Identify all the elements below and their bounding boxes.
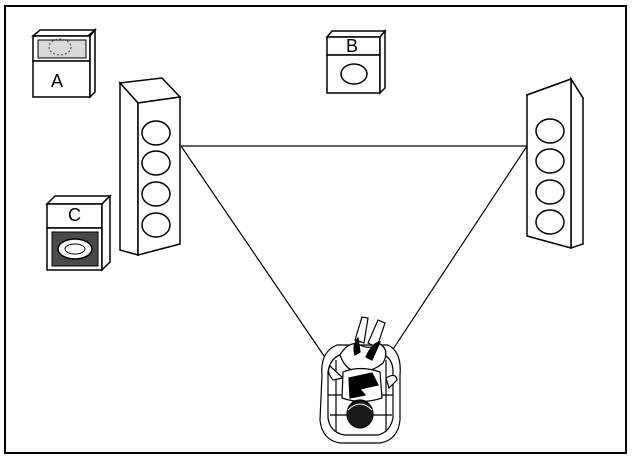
speaker-a-label: A: [51, 71, 63, 91]
driver-icon: [340, 63, 368, 85]
driver-icon: [57, 238, 93, 260]
triangle-left-edge: [180, 145, 336, 373]
listener-icon: [319, 316, 401, 444]
triangle-right-edge: [377, 145, 528, 373]
speaker-c-label: C: [68, 205, 81, 225]
speaker-c: C: [45, 194, 112, 272]
speaker-b-label: B: [346, 36, 358, 56]
listening-triangle: [180, 145, 528, 373]
tower-speaker-icon: [118, 77, 182, 256]
driver-icon: [48, 38, 72, 56]
speaker-a: A: [30, 27, 98, 99]
speaker-b: B: [325, 28, 387, 95]
tower-speaker-icon: [525, 76, 585, 250]
